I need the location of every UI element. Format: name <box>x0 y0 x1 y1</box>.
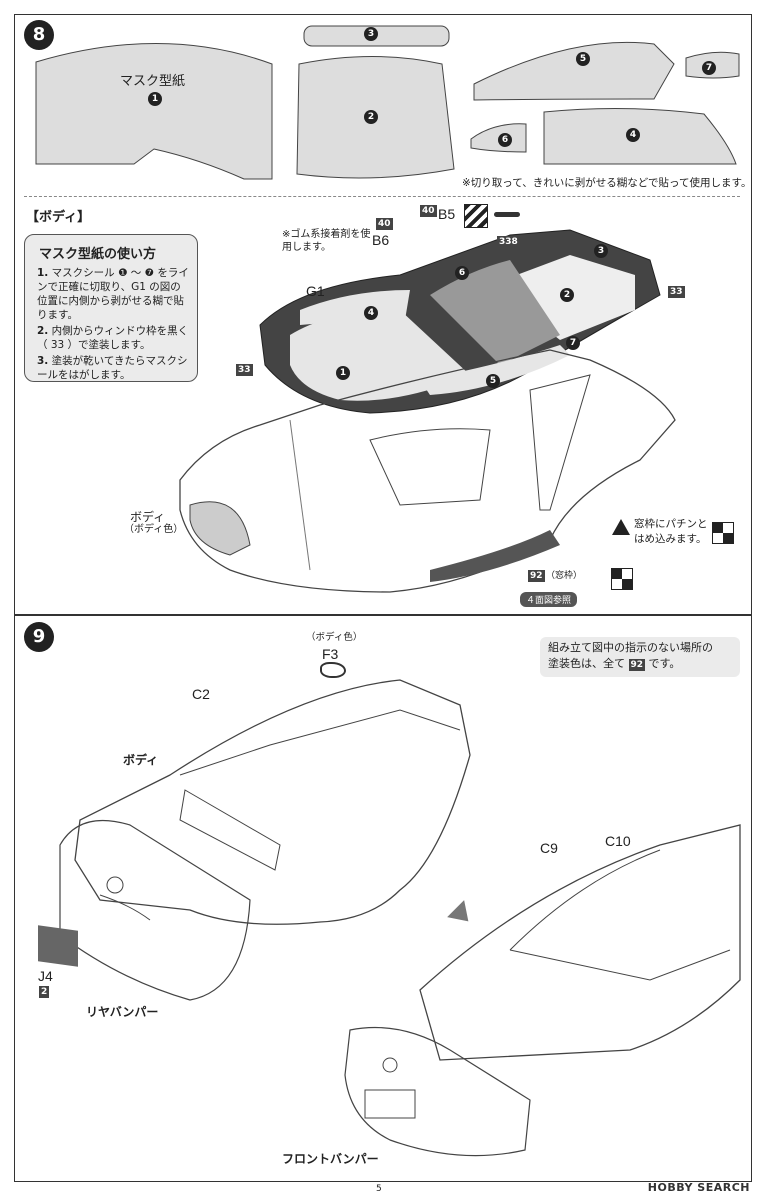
car-rear-view <box>59 679 471 1001</box>
piece-label-7: 7 <box>702 61 716 75</box>
piece-label-4: 4 <box>626 128 640 142</box>
paint-92: 92 <box>528 570 545 582</box>
paint-92-check-icon <box>611 568 634 590</box>
part-c10-label: C10 <box>605 833 631 849</box>
glue-note: ※ゴム系接着剤を使用します。 <box>282 229 371 253</box>
f3-color-note: （ボディ色） <box>306 632 363 643</box>
j4-paint: 2 <box>39 986 50 998</box>
step8-divider <box>24 196 740 197</box>
piece-label-3: 3 <box>364 27 378 41</box>
mask-piece-4 <box>543 107 737 165</box>
howto-step-3: 3. 塗装が乾いてきたらマスクシールをはがします。 <box>37 355 188 381</box>
watermark: HOBBY SEARCH <box>647 1181 750 1194</box>
car-front-view <box>344 824 741 1157</box>
piece-label-5: 5 <box>576 52 590 66</box>
section-title-body: 【ボディ】 <box>26 210 91 225</box>
part-b6-label: B6 <box>372 232 390 248</box>
f3-part-icon <box>320 662 346 678</box>
step8-frame <box>14 14 752 616</box>
body-label-9: ボディ <box>123 753 159 767</box>
page-number: 5 <box>376 1184 382 1194</box>
glass-label-6: 6 <box>455 266 469 280</box>
paint-33-left: 33 <box>236 364 253 376</box>
mask-template-sheet <box>35 25 740 180</box>
car-body-shell <box>179 349 676 593</box>
cut-note: ※切り取って、きれいに剥がせる糊などで貼って使用します。 <box>462 177 752 189</box>
part-f3-label: F3 <box>322 646 339 662</box>
paint-40-b6: 40 <box>376 218 393 230</box>
window-frame-note: （窓枠） <box>546 571 583 581</box>
glass-label-4: 4 <box>364 306 378 320</box>
snap-note: 窓枠にパチンとはめ込みます。 <box>634 518 708 545</box>
rear-bumper-label: リヤバンパー <box>86 1005 159 1019</box>
part-c2-label: C2 <box>192 686 210 702</box>
glass-label-1: 1 <box>336 366 350 380</box>
body-color-note: （ボディ色） <box>124 524 184 535</box>
part-b5-label: B5 <box>438 206 456 222</box>
howto-step-1: 1. マスクシール ❶ ～ ❼ をラインで正確に切取り、G1 の図の位置に内側か… <box>37 267 189 321</box>
b5-paint-swatch-icon <box>464 204 488 228</box>
b5-part-icon <box>494 212 520 217</box>
glass-label-5: 5 <box>486 374 500 388</box>
part-j4-label: J4 <box>38 968 53 984</box>
glass-label-7: 7 <box>566 336 580 350</box>
paint-40-b5: 40 <box>420 205 437 217</box>
mask-template-label: マスク型紙 <box>120 73 186 88</box>
glass-label-3: 3 <box>594 244 608 258</box>
step9-frame <box>14 614 752 1182</box>
mask-piece-5 <box>473 41 675 101</box>
paint-check-icon <box>712 522 734 544</box>
piece-label-2: 2 <box>364 110 378 124</box>
mask-howto-box: マスク型紙の使い方 1. マスクシール ❶ ～ ❼ をラインで正確に切取り、G1… <box>24 234 198 382</box>
part-c9-label: C9 <box>540 840 558 856</box>
howto-step-2: 2. 内側からウィンドウ枠を黒く（ 33 ）で塗装します。 <box>37 325 189 351</box>
glass-label-2: 2 <box>560 288 574 302</box>
piece-label-6: 6 <box>498 133 512 147</box>
part-g1-label: G1 <box>306 283 325 299</box>
warning-icon <box>612 519 630 535</box>
howto-title: マスク型紙の使い方 <box>39 247 157 262</box>
paint-note-box: 組み立て図中の指示のない場所の 塗装色は、全て 92 です。 <box>540 637 740 677</box>
paint-338: 338 <box>497 236 520 248</box>
front-bumper-label: フロントバンパー <box>282 1152 379 1166</box>
piece-label-1: 1 <box>148 92 162 106</box>
paint-33-right: 33 <box>668 286 685 298</box>
step9-number: 9 <box>24 622 54 652</box>
license-plate-j4 <box>38 925 78 967</box>
ref-note-badge: ４面図参照 <box>520 592 578 607</box>
body-label: ボディ <box>130 510 166 524</box>
mask-piece-1 <box>35 43 273 180</box>
step8-number: 8 <box>24 20 54 50</box>
